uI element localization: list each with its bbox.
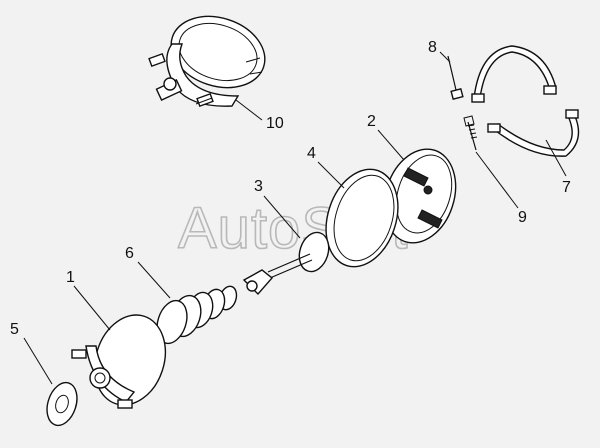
part-10-brake-chamber: [148, 15, 266, 108]
part-1-housing: [71, 314, 167, 409]
callout-5: 5: [10, 321, 19, 338]
leader-line-2: [377, 129, 405, 161]
part-6-spring: [156, 285, 238, 345]
callout-4: 4: [307, 145, 316, 162]
part-3-push-rod: [242, 231, 330, 296]
callout-10: 10: [266, 115, 284, 132]
part-2-diaphragm: [383, 148, 457, 244]
part-7-clamp-band: [471, 45, 580, 157]
leader-line-8: [439, 51, 451, 63]
leader-line-10: [235, 99, 263, 121]
leader-line-4: [317, 161, 345, 189]
leader-line-1: [73, 285, 111, 331]
part-4-ring: [325, 168, 399, 268]
part-8-bolt: [447, 55, 464, 101]
callout-2: 2: [367, 113, 376, 130]
callout-6: 6: [125, 245, 134, 262]
leader-line-7: [545, 139, 567, 177]
part-9-bolt: [463, 115, 478, 151]
leader-line-6: [137, 261, 171, 299]
callout-3: 3: [254, 178, 263, 195]
callout-7: 7: [562, 179, 571, 196]
part-5-washer: [46, 381, 78, 427]
leader-line-9: [475, 151, 519, 209]
leader-line-3: [263, 195, 301, 239]
callout-1: 1: [66, 269, 75, 286]
callout-9: 9: [518, 209, 527, 226]
leader-line-5: [23, 337, 53, 385]
callout-8: 8: [428, 39, 437, 56]
